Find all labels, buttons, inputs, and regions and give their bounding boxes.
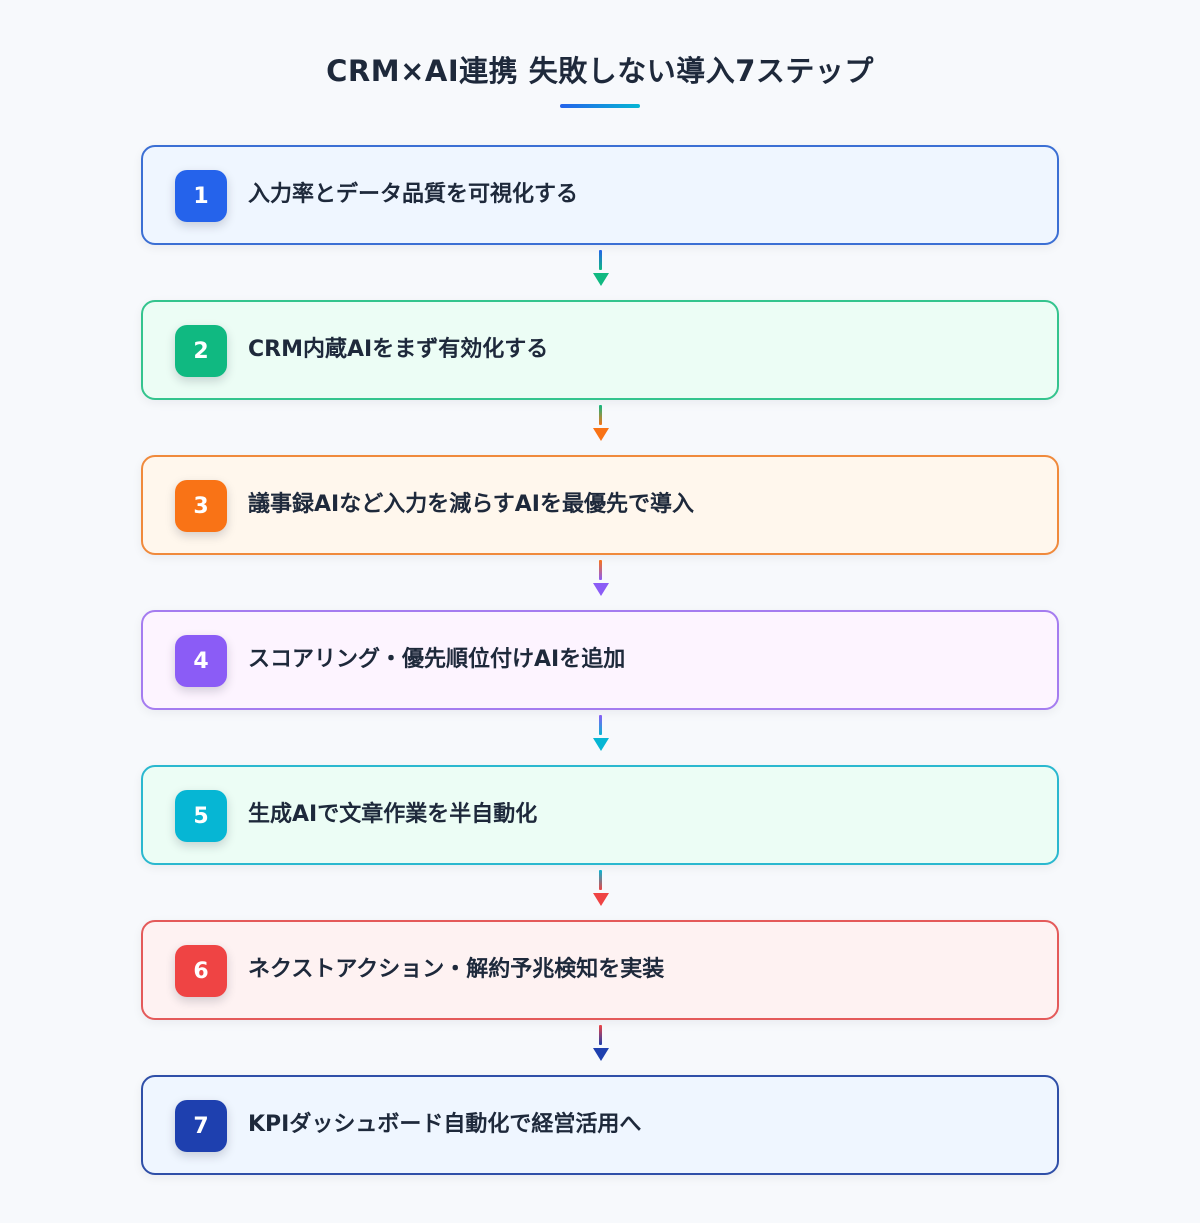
step-card-1: 1 入力率とデータ品質を可視化する xyxy=(141,145,1059,245)
down-arrow-icon xyxy=(593,738,609,751)
connector-line xyxy=(599,250,602,270)
step-card-5: 5 生成AIで文章作業を半自動化 xyxy=(141,765,1059,865)
down-arrow-icon xyxy=(593,893,609,906)
down-arrow-icon xyxy=(593,428,609,441)
step-connector xyxy=(141,400,1059,455)
title-underline xyxy=(560,104,640,108)
step-connector xyxy=(141,865,1059,920)
step-label: 議事録AIなど入力を減らすAIを最優先で導入 xyxy=(248,492,694,517)
connector-line xyxy=(599,715,602,735)
step-connector xyxy=(141,1020,1059,1075)
step-connector xyxy=(141,710,1059,765)
step-label: ネクストアクション・解約予兆検知を実装 xyxy=(248,957,665,982)
step-label: 生成AIで文章作業を半自動化 xyxy=(248,802,538,827)
step-card-6: 6 ネクストアクション・解約予兆検知を実装 xyxy=(141,920,1059,1020)
step-number-badge: 3 xyxy=(175,480,227,532)
steps-flow: 1 入力率とデータ品質を可視化する 2 CRM内蔵AIをまず有効化する 3 議事… xyxy=(141,145,1059,1175)
step-number-badge: 5 xyxy=(175,790,227,842)
step-connector xyxy=(141,555,1059,610)
step-number-badge: 2 xyxy=(175,325,227,377)
connector-line xyxy=(599,405,602,425)
connector-line xyxy=(599,1025,602,1045)
down-arrow-icon xyxy=(593,583,609,596)
step-card-4: 4 スコアリング・優先順位付けAIを追加 xyxy=(141,610,1059,710)
step-number-badge: 6 xyxy=(175,945,227,997)
step-card-3: 3 議事録AIなど入力を減らすAIを最優先で導入 xyxy=(141,455,1059,555)
connector-line xyxy=(599,560,602,580)
down-arrow-icon xyxy=(593,273,609,286)
step-connector xyxy=(141,245,1059,300)
step-number-badge: 4 xyxy=(175,635,227,687)
step-label: KPIダッシュボード自動化で経営活用へ xyxy=(248,1112,642,1137)
step-number-badge: 7 xyxy=(175,1100,227,1152)
step-label: スコアリング・優先順位付けAIを追加 xyxy=(248,647,626,672)
step-label: CRM内蔵AIをまず有効化する xyxy=(248,337,549,362)
down-arrow-icon xyxy=(593,1048,609,1061)
step-card-2: 2 CRM内蔵AIをまず有効化する xyxy=(141,300,1059,400)
step-card-7: 7 KPIダッシュボード自動化で経営活用へ xyxy=(141,1075,1059,1175)
step-label: 入力率とデータ品質を可視化する xyxy=(248,182,579,207)
page-title: CRM×AI連携 失敗しない導入7ステップ xyxy=(326,54,874,88)
step-number-badge: 1 xyxy=(175,170,227,222)
connector-line xyxy=(599,870,602,890)
